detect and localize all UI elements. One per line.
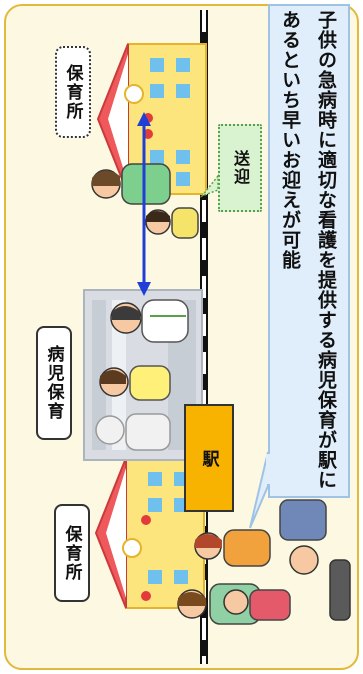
pickup-arrow: [137, 112, 151, 296]
nurse-figure: [95, 413, 171, 451]
sick-child-figure: [99, 365, 171, 401]
child-figure: [145, 207, 199, 239]
commuter-group: [177, 499, 351, 625]
doctor-figure: [110, 299, 189, 343]
caption-text: 子供の急病時に適切な看護を提供する病児保育が駅にあるといち早いお迎えが可能: [279, 10, 337, 490]
label-pickup: 送迎: [218, 124, 262, 212]
label-sick-child-care: 病児保育: [36, 326, 72, 440]
parent-figure: [91, 163, 171, 205]
station-sign: 駅: [184, 404, 234, 512]
label-nursery-left: 保育所: [54, 504, 90, 602]
label-nursery-right: 保育所: [55, 46, 91, 138]
caption-bubble: [268, 4, 350, 498]
